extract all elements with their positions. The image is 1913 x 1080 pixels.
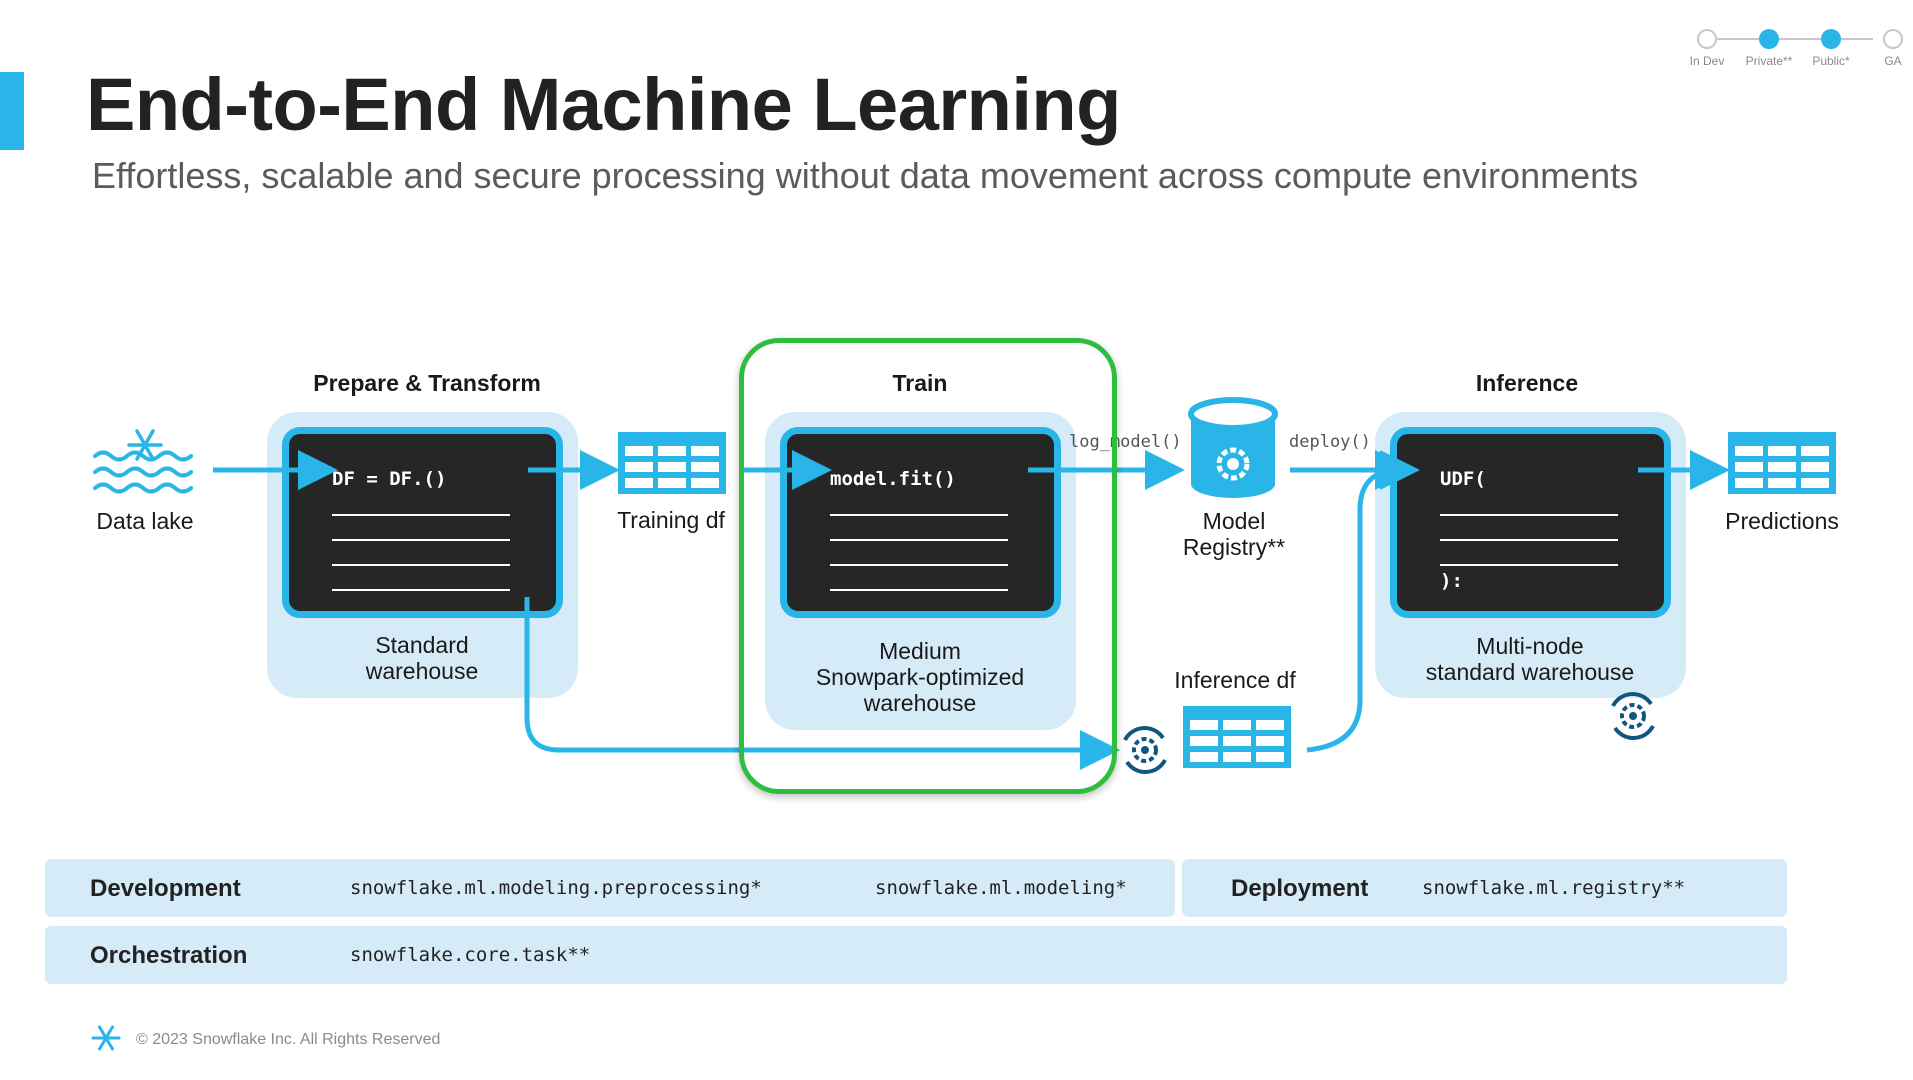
inference-code-box: UDF( ): <box>1390 427 1671 618</box>
training-df-table-icon <box>618 432 726 494</box>
dev-package-modeling: snowflake.ml.modeling* <box>875 877 1127 899</box>
warehouse-line: Medium <box>879 638 961 664</box>
warehouse-line: warehouse <box>863 690 977 716</box>
snowflake-logo <box>91 1025 121 1051</box>
code-line <box>332 564 510 566</box>
copyright-text: © 2023 Snowflake Inc. All Rights Reserve… <box>136 1031 441 1048</box>
stage-dot-in-dev <box>1697 29 1717 49</box>
arrow-inference-df-to-inference <box>1306 450 1420 753</box>
data-lake-label: Data lake <box>96 508 194 534</box>
code-line <box>332 514 510 516</box>
refresh-gear-icon <box>1123 726 1167 774</box>
accent-bar <box>0 72 24 150</box>
inference-code-open: UDF( <box>1440 468 1486 490</box>
prepare-code: DF = DF.() <box>332 468 447 490</box>
training-df-label: Training df <box>617 507 725 533</box>
inference-code-close: ): <box>1440 570 1463 592</box>
section-inference: Inference <box>1475 370 1579 396</box>
code-line <box>1440 539 1618 541</box>
warehouse-line: Multi-node <box>1476 633 1584 659</box>
development-heading: Development <box>90 875 241 902</box>
stage-dot-private <box>1759 29 1779 49</box>
model-registry-database-icon <box>1188 397 1278 498</box>
registry-line: Registry** <box>1182 534 1286 560</box>
orch-package-task: snowflake.core.task** <box>350 944 591 966</box>
code-line <box>830 514 1008 516</box>
stage-label-ga: GA <box>1884 54 1902 68</box>
train-highlight-frame <box>739 338 1117 794</box>
deploy-package-registry: snowflake.ml.registry** <box>1422 877 1686 899</box>
code-line <box>830 564 1008 566</box>
train-code: model.fit() <box>830 468 956 490</box>
predictions-label: Predictions <box>1725 508 1839 534</box>
dev-package-preprocessing: snowflake.ml.modeling.preprocessing* <box>350 877 762 899</box>
warehouse-line: Snowpark-optimized <box>815 664 1025 690</box>
stage-label-private: Private** <box>1745 54 1793 68</box>
stage-label-public: Public* <box>1812 54 1850 68</box>
stage-label-in-dev: In Dev <box>1689 54 1725 68</box>
code-line <box>1440 514 1618 516</box>
log-model-label: log_model() <box>1069 432 1182 452</box>
stage-track <box>1707 38 1873 40</box>
page-subtitle: Effortless, scalable and secure processi… <box>92 155 1639 196</box>
refresh-gear-icon <box>1611 692 1655 740</box>
code-line <box>1440 564 1618 566</box>
orchestration-heading: Orchestration <box>90 942 248 969</box>
predictions-table-icon <box>1728 432 1836 494</box>
deployment-heading: Deployment <box>1231 875 1369 902</box>
registry-line: Model <box>1202 508 1266 534</box>
warehouse-line: Standard <box>375 632 469 658</box>
stage-dot-public <box>1821 29 1841 49</box>
code-line <box>830 539 1008 541</box>
section-train: Train <box>892 370 948 396</box>
development-band <box>45 859 1175 917</box>
deploy-label: deploy() <box>1289 432 1371 452</box>
inference-warehouse-label: Multi-node standard warehouse <box>1426 633 1634 685</box>
code-line <box>830 589 1008 591</box>
warehouse-line: warehouse <box>365 658 479 684</box>
stage-dot-ga <box>1883 29 1903 49</box>
inference-df-label: Inference df <box>1174 667 1296 693</box>
train-warehouse-label: Medium Snowpark-optimized warehouse <box>816 638 1024 716</box>
data-lake-icon <box>93 429 193 494</box>
page-title: End-to-End Machine Learning <box>86 63 1121 146</box>
prepare-warehouse-label: Standard warehouse <box>366 632 479 684</box>
warehouse-line: standard warehouse <box>1425 659 1635 685</box>
model-registry-label: Model Registry** <box>1183 508 1285 560</box>
code-line <box>332 539 510 541</box>
code-line <box>332 589 510 591</box>
section-prepare-transform: Prepare & Transform <box>313 370 541 396</box>
deployment-band <box>1182 859 1787 917</box>
inference-df-table-icon <box>1183 706 1291 768</box>
arrow-prepare-to-inference-df <box>524 597 1120 770</box>
orchestration-band <box>45 926 1787 984</box>
